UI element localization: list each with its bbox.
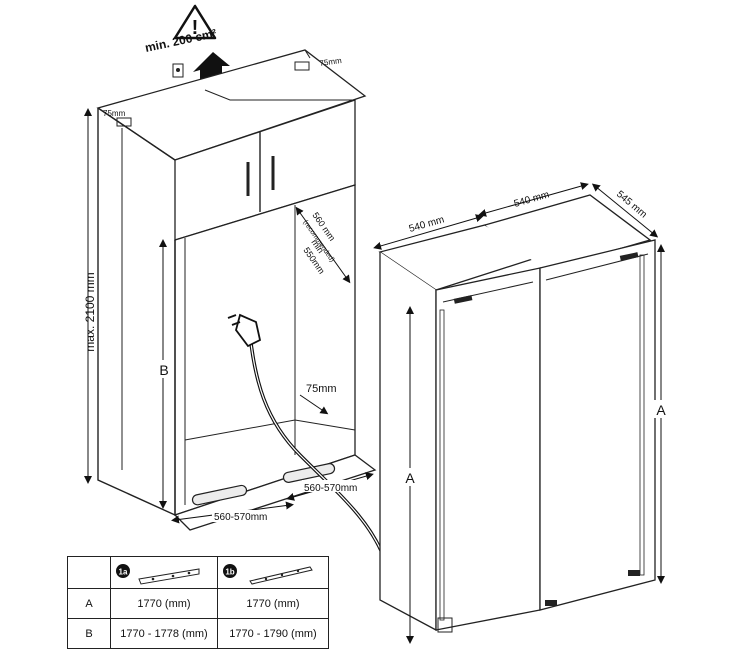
- dim-A-left-label: A: [405, 470, 415, 486]
- dim-B-label: B: [159, 362, 168, 378]
- table-row: A 1770 (mm) 1770 (mm): [67, 588, 329, 619]
- width-right-label: 540 mm: [513, 189, 551, 210]
- cabinet-niche: [96, 49, 377, 531]
- warning-symbol: !: [192, 17, 199, 39]
- badge-1b: 1b: [225, 568, 234, 577]
- base-width-right-label: 560-570mm: [304, 483, 357, 494]
- dim-A-right-label: A: [656, 402, 666, 418]
- top-right-gap-label: 75mm: [319, 56, 343, 68]
- table-corner-cell: [67, 556, 111, 589]
- row-label: B: [67, 618, 111, 649]
- plug-icon: [227, 313, 262, 348]
- warning-icon: !: [173, 4, 217, 40]
- row-value-1b: 1770 (mm): [217, 588, 329, 619]
- bracket-1b-icon: 1b: [223, 564, 313, 585]
- top-left-gap-label: 75mm: [103, 109, 126, 118]
- table-header-1a: 1a: [110, 556, 218, 589]
- table-row: B 1770 - 1778 (mm) 1770 - 1790 (mm): [67, 618, 329, 649]
- bracket-1a-icon: 1a: [116, 564, 200, 585]
- dimension-table: 1a 1b A 1770 (mm) 1770 (mm) B 1770 - 177…: [67, 556, 329, 649]
- appliance-unit: [378, 194, 656, 633]
- row-label: A: [67, 588, 111, 619]
- row-value-1b: 1770 - 1790 (mm): [217, 618, 329, 649]
- base-width-left-label: 560-570mm: [214, 512, 267, 523]
- width-left-label: 540 mm: [408, 214, 446, 235]
- table-header-1b: 1b: [217, 556, 329, 589]
- row-value-1a: 1770 (mm): [110, 588, 218, 619]
- badge-1a: 1a: [119, 568, 128, 577]
- max-height-label: max. 2100 mm: [83, 272, 97, 351]
- table-header-row: 1a 1b: [67, 556, 329, 589]
- socket-icon: [172, 63, 184, 78]
- bottom-gap-label: 75mm: [306, 383, 337, 395]
- power-cord: [248, 334, 387, 561]
- row-value-1a: 1770 - 1778 (mm): [110, 618, 218, 649]
